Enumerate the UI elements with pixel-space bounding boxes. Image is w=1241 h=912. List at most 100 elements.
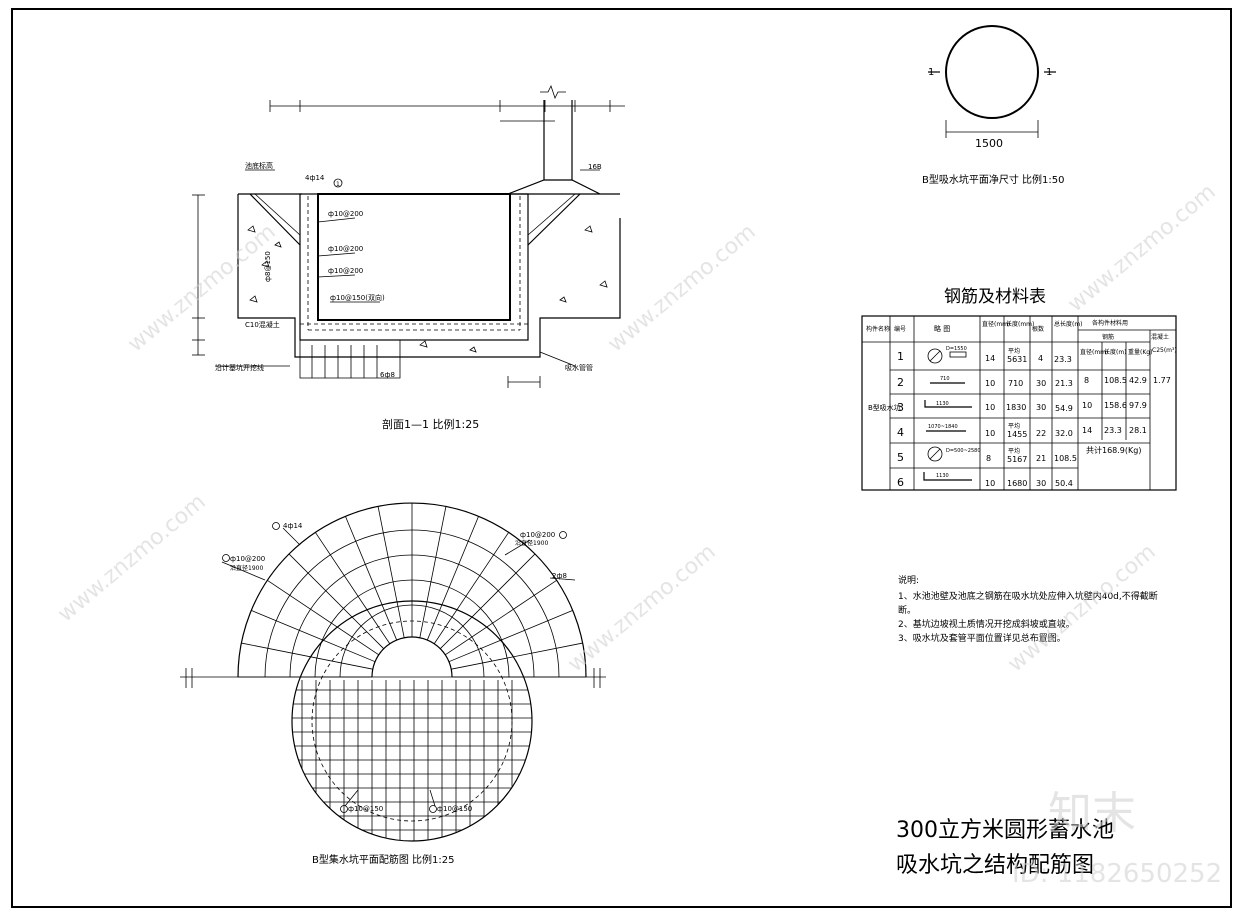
watermark-4: www.znzmo.com	[53, 489, 210, 627]
watermark-5: www.znzmo.com	[563, 539, 720, 677]
th-dia: 直径(mm)	[982, 320, 1010, 328]
row4-lennote: 平均	[1008, 422, 1020, 430]
row2-count: 30	[1036, 379, 1046, 388]
plan-label-right-side: 2ф8	[552, 572, 567, 580]
th-count: 根数	[1032, 325, 1044, 333]
table-rows: 1 D=1550 14 平均 5631 4 23.3 2 710 10 710 …	[897, 346, 1171, 489]
th-sub-len: 长度(m)	[1104, 348, 1127, 356]
plan-net-dimension: 1500	[975, 137, 1003, 150]
radial-bar	[451, 642, 583, 670]
row1-lennote: 平均	[1008, 347, 1020, 355]
row4-len: 1455	[1007, 430, 1027, 439]
row6-count: 30	[1036, 479, 1046, 488]
row6-dia: 10	[985, 479, 995, 488]
row4-sketch: 1070~1840	[928, 424, 958, 430]
row1-len: 5631	[1007, 355, 1027, 364]
row1-total: 23.3	[1054, 355, 1072, 364]
label-bar-2: ф10@200	[328, 245, 363, 253]
plan-label-right-bar: ф10@200	[520, 531, 555, 539]
plan-label-left-bar: ф10@200	[230, 555, 265, 563]
radial-bar	[440, 553, 536, 649]
plan-label-top: 4ф14	[283, 522, 303, 530]
plan-net-drawing: 1 1 1500	[928, 25, 1056, 150]
table-total: 共计168.9(Kg)	[1086, 445, 1141, 455]
label-bar-1: ф10@200	[328, 210, 363, 218]
row1-count: 4	[1038, 354, 1043, 363]
th-component: 构件名称	[866, 325, 890, 333]
row4-count: 22	[1036, 429, 1046, 438]
sum1-len: 108.5	[1104, 376, 1127, 385]
id-watermark: ID: 1182650252	[1012, 859, 1222, 889]
watermark-6: www.znzmo.com	[1003, 539, 1160, 677]
th-subgroup: 钢筋	[1102, 333, 1114, 341]
th-sub-dia: 直径(mm)	[1080, 348, 1108, 356]
radial-bar	[433, 532, 510, 644]
radial-bar	[288, 553, 384, 649]
radial-rebar	[238, 503, 586, 678]
row1-dia: 14	[985, 354, 995, 363]
row3-count: 30	[1036, 403, 1046, 412]
label-bottom-bar: 6ф8	[380, 371, 395, 379]
row1-no: 1	[897, 350, 904, 363]
section-title: 剖面1—1 比例1:25	[382, 417, 479, 431]
row4-no: 4	[897, 426, 904, 439]
row3-no: 3	[897, 401, 904, 414]
plan-rebar-title: B型集水坑平面配筋图 比例1:25	[312, 853, 455, 866]
row2-len: 710	[1008, 379, 1023, 388]
td-component: B型吸水坑	[868, 403, 901, 412]
row5-count: 21	[1036, 454, 1046, 463]
plan-rebar-drawing: 4ф14 ф10@200 沿直径1900 ф10@200 沿直径1900 2ф8…	[180, 502, 606, 842]
label-right-top: 16B	[588, 163, 602, 171]
watermark-3: www.znzmo.com	[1063, 179, 1220, 317]
row1-sketch: D=1550	[946, 346, 967, 352]
row2-no: 2	[897, 376, 904, 389]
plan-label-bottom-left: ф10@150	[348, 805, 383, 813]
watermark-2: www.znzmo.com	[603, 219, 760, 357]
section-drawing: 池底标高 4ф14 1 ф10@200 ф10@200 ф10@200 ф10@…	[192, 84, 625, 388]
notes: 说明: 1、水池池壁及池底之钢筋在吸水坑处应伸入坑壁内40d,不得截断 断。 2…	[898, 574, 1158, 644]
sum1-dia: 8	[1084, 376, 1089, 385]
note-1: 1、水池池壁及池底之钢筋在吸水坑处应伸入坑壁内40d,不得截断	[898, 590, 1158, 602]
row5-dia: 8	[986, 454, 991, 463]
radial-bar	[267, 579, 379, 656]
mark-right: 1	[1046, 67, 1052, 78]
drawing-title-line1: 300立方米圆形蓄水池	[896, 818, 1114, 843]
radial-bar	[241, 642, 373, 670]
row3-total: 54.9	[1055, 404, 1073, 413]
watermark-1: www.znzmo.com	[123, 219, 280, 357]
plan-net-title: B型吸水坑平面净尺寸 比例1:50	[922, 173, 1065, 186]
plan-label-right-note: 沿直径1900	[515, 539, 548, 547]
sum2-wt: 97.9	[1129, 401, 1147, 410]
row5-len: 5167	[1007, 455, 1027, 464]
sum3-wt: 28.1	[1129, 426, 1147, 435]
logo-watermark: 知末	[1048, 788, 1136, 839]
sum3-dia: 14	[1082, 426, 1092, 435]
row3-dia: 10	[985, 403, 995, 412]
row5-sketch: D=500~2580	[946, 448, 981, 454]
label-bar-3: ф10@200	[328, 267, 363, 275]
label-bar-vertical: ф8@150	[264, 251, 272, 282]
th-sub-wt: 重量(Kg)	[1128, 348, 1152, 356]
label-circle-mark: 1	[336, 181, 340, 188]
radial-bar	[448, 610, 573, 663]
th-group: 各构件材料用	[1092, 319, 1128, 327]
grid-rebar	[292, 680, 532, 841]
label-trench: 沿计基坑开挖线	[215, 363, 264, 372]
sheet-border	[11, 8, 1232, 908]
radial-bar	[314, 532, 391, 644]
row5-no: 5	[897, 451, 904, 464]
note-1-cont: 断。	[898, 604, 916, 616]
sum1-wt: 42.9	[1129, 376, 1147, 385]
row3-len: 1830	[1006, 403, 1026, 412]
radial-bar	[426, 516, 479, 641]
row4-total: 32.0	[1055, 429, 1073, 438]
th-len: 长度(mm)	[1006, 320, 1034, 328]
row2-total: 21.3	[1055, 379, 1073, 388]
plan-label-bottom-right: ф10@150	[437, 805, 472, 813]
sum3-len: 23.3	[1104, 426, 1122, 435]
notes-heading: 说明:	[898, 574, 919, 586]
row2-dia: 10	[985, 379, 995, 388]
drawing-title-line2: 吸水坑之结构配筋图	[896, 853, 1094, 878]
label-c10: C10混凝土	[245, 320, 280, 329]
